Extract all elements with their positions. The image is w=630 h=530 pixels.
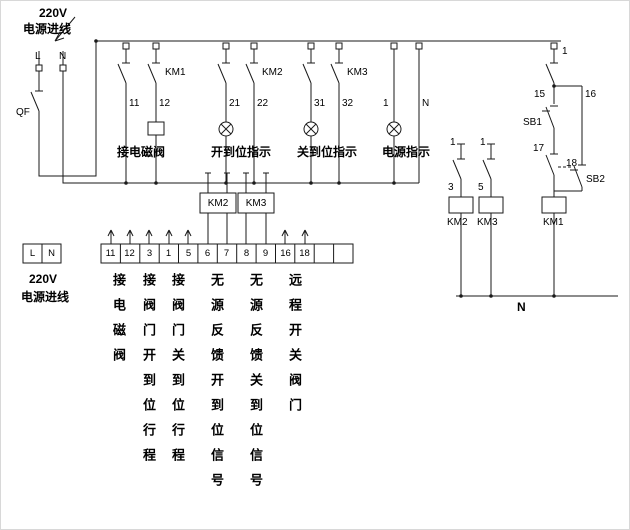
- header-inlet-label: 电源进线: [23, 22, 72, 36]
- caption-close-travel: 接阀门关到位行程: [170, 273, 185, 473]
- branch-solenoid: [117, 42, 165, 183]
- terminal-cell: 18: [299, 248, 310, 259]
- branch-close-indicator: [302, 42, 343, 183]
- strip-voltage-label: 220V: [29, 272, 58, 286]
- terminal-cell: 3: [146, 248, 153, 259]
- terminal-cell: 6: [204, 248, 211, 259]
- ctrl-col2-wire-1: 1: [480, 137, 486, 148]
- terminal-strip: [22, 243, 354, 264]
- terminal-stubs: [107, 229, 309, 244]
- open-indicator-caption: 开到位指示: [211, 145, 272, 159]
- wire-21-label: 21: [229, 98, 241, 109]
- caption-close-feedback: 无源反馈关到位信号: [248, 273, 263, 498]
- supply-arrow-icon: [54, 16, 76, 42]
- lamp-icon: [303, 121, 319, 137]
- close-indicator-caption: 关到位指示: [297, 145, 358, 159]
- km1-coil-symbol: [541, 196, 567, 214]
- junction-dots: [94, 39, 556, 298]
- wire-32-label: 32: [342, 98, 354, 109]
- km3-contact-label: KM3: [347, 67, 368, 78]
- wire-1-label: 1: [383, 98, 389, 109]
- strip-inlet-label: 电源进线: [21, 290, 70, 304]
- caption-open-travel: 接阀门开到位行程: [141, 273, 156, 473]
- km2-coil-symbol: [448, 196, 474, 214]
- solenoid-caption: 接电磁阀: [117, 145, 166, 159]
- phase-l-label: L: [35, 51, 41, 62]
- ctrl-wire-16-label: 16: [585, 89, 597, 100]
- caption-solenoid: 接电磁阀: [111, 273, 126, 373]
- neutral-bus-label: N: [517, 300, 526, 314]
- caption-open-feedback: 无源反馈开到位信号: [209, 273, 224, 498]
- feedback-km3-block: [237, 172, 275, 244]
- caption-remote-switch: 远程开关阀门: [287, 273, 302, 423]
- km1-contact-label: KM1: [165, 67, 186, 78]
- km2-coil-label: KM2: [447, 217, 468, 228]
- km2-contact-label: KM2: [262, 67, 283, 78]
- source-wiring: [30, 41, 419, 184]
- wire-11-label: 11: [129, 98, 140, 109]
- control-main-branch: [541, 42, 586, 296]
- neutral-n-label: N: [59, 51, 67, 62]
- branch-open-indicator: [217, 42, 258, 183]
- terminal-cell: 12: [124, 248, 135, 259]
- terminal-cell: 1: [165, 248, 172, 259]
- sb1-button-label: SB1: [523, 117, 542, 128]
- terminal-l: L: [29, 248, 36, 259]
- ctrl-wire-15-label: 15: [534, 89, 546, 100]
- ctrl-col1-wire-1: 1: [450, 137, 456, 148]
- sb2-button-label: SB2: [586, 174, 605, 185]
- ctrl-wire-18-label: 18: [566, 158, 578, 169]
- ctrl-wire-5-label: 5: [478, 182, 484, 193]
- qf-breaker-label: QF: [16, 107, 30, 118]
- wire-12-label: 12: [159, 98, 171, 109]
- wire-31-label: 31: [314, 98, 326, 109]
- lamp-icon: [386, 121, 402, 137]
- wire-n-label: N: [422, 98, 430, 109]
- solenoid-symbol: [147, 121, 165, 136]
- km1-coil-label: KM1: [543, 217, 564, 228]
- ctrl-wire-3-label: 3: [448, 182, 454, 193]
- power-indicator-caption: 电源指示: [382, 145, 431, 159]
- ctrl-wire-17-label: 17: [533, 143, 545, 154]
- terminal-cell: 7: [223, 248, 230, 259]
- terminal-cell: 11: [105, 248, 116, 259]
- ctrl-wire-1-label: 1: [562, 46, 568, 57]
- km3-coil-symbol: [478, 196, 504, 214]
- control-coil-columns: [448, 143, 504, 296]
- header-voltage: 220V: [39, 6, 68, 20]
- terminal-cell: 9: [262, 248, 269, 259]
- feedback-km3-label: KM3: [245, 198, 267, 209]
- terminal-cell: 8: [243, 248, 250, 259]
- wire-22-label: 22: [257, 98, 269, 109]
- terminal-cell: 16: [280, 248, 291, 259]
- feedback-km2-label: KM2: [207, 198, 229, 209]
- branch-power-indicator: [386, 42, 423, 183]
- terminal-cell: 5: [185, 248, 192, 259]
- terminal-n: N: [48, 248, 55, 259]
- lamp-icon: [218, 121, 234, 137]
- km3-coil-label: KM3: [477, 217, 498, 228]
